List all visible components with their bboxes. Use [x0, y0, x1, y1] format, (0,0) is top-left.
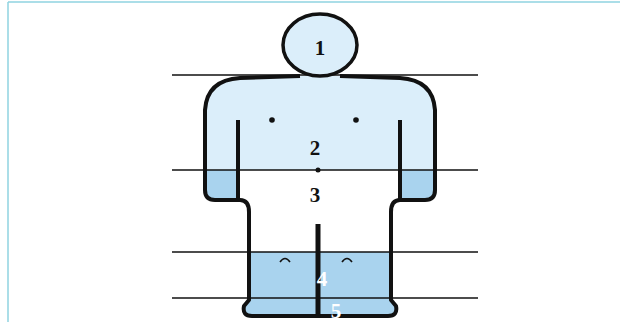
callout-number: 4: [317, 269, 328, 290]
level-line: [172, 251, 478, 253]
chest-fill: [190, 70, 450, 170]
frame-line: [8, 1, 620, 3]
nipple-dot: [353, 117, 359, 123]
navel-dot: [316, 168, 321, 173]
callout-number: 5: [331, 301, 342, 322]
callout-number: 2: [310, 138, 321, 159]
head-outline: [283, 14, 357, 76]
knee-mark: [280, 259, 290, 263]
callout-number: 1: [315, 38, 326, 59]
nipple-dot: [269, 117, 275, 123]
arm-line: [236, 120, 240, 199]
arm-line: [398, 120, 402, 199]
knee-mark: [342, 259, 352, 263]
body-outline: [205, 76, 435, 316]
level-line: [172, 169, 478, 171]
level-lines: [172, 75, 478, 298]
level-line: [172, 297, 478, 299]
body-fill: [190, 70, 450, 322]
callout-number: 3: [310, 185, 321, 206]
frame-line: [7, 2, 9, 322]
